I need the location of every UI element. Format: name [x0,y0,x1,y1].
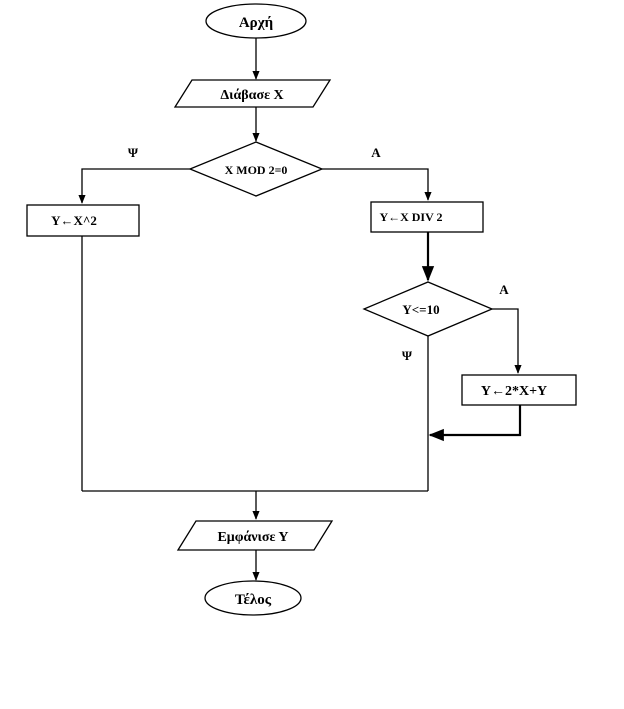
decision-y-le-10-label: Y<=10 [402,302,439,317]
decision-mod-2: X MOD 2=0 [188,141,324,197]
start-label: Αρχή [239,15,273,31]
decision-y-le-10: Y<=10 [362,281,494,337]
decision2-no-label: Ψ [402,348,413,363]
output-label: Εμφάνισε Υ [217,530,288,545]
decision1-yes-label: Α [371,145,381,160]
div-process: Y←X DIV 2 [370,201,484,233]
decision2-yes-label: Α [499,282,509,297]
read-input-label: Διάβασε Χ [220,88,283,103]
start-terminal: Αρχή [205,3,307,39]
end-label: Τέλος [235,592,272,608]
decision1-no-label: Ψ [128,145,139,160]
output-box: Εμφάνισε Υ [176,520,334,551]
connector-decision1-no [78,168,190,204]
end-terminal: Τέλος [204,580,302,616]
connector-decision1-yes [322,168,432,201]
square-process-label: Y←X^2 [51,213,97,228]
update-process: Y←2*X+Y [461,374,577,406]
square-process: Y←X^2 [26,204,140,237]
connector-decision2-yes [492,308,522,374]
decision-mod-2-label: X MOD 2=0 [225,163,288,177]
update-process-label: Y←2*X+Y [481,384,547,399]
read-input-box: Διάβασε Χ [173,79,332,108]
connector-update-merge [428,405,522,442]
div-process-label: Y←X DIV 2 [379,210,442,224]
